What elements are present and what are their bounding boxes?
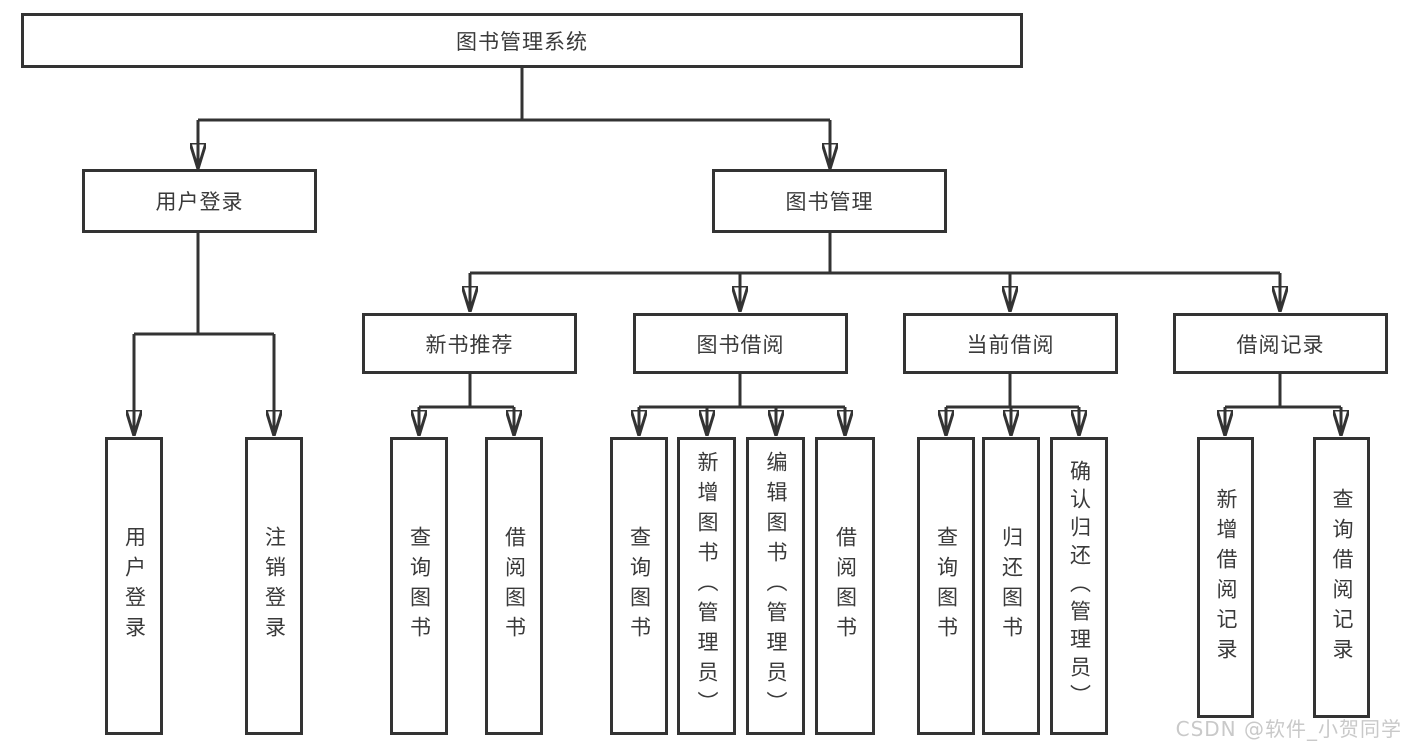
node-book-management: 图书管理 — [712, 169, 947, 233]
node-borrow-books-recommend: 借阅图书 — [485, 437, 543, 735]
node-new-book-recommend-label: 新书推荐 — [425, 332, 514, 357]
node-current-borrowing-label: 当前借阅 — [966, 332, 1055, 357]
node-query-books-recommend-label: 查询图书 — [407, 526, 432, 646]
node-query-books-recommend: 查询图书 — [390, 437, 448, 735]
node-root: 图书管理系统 — [21, 13, 1023, 68]
node-borrowing-records: 借阅记录 — [1173, 313, 1388, 374]
node-borrow-books-recommend-label: 借阅图书 — [502, 526, 527, 646]
csdn-watermark: CSDN @软件_小贺同学 — [1175, 717, 1402, 741]
node-edit-books-admin-label: 编辑图书（管理员） — [764, 451, 788, 721]
node-borrowing-records-label: 借阅记录 — [1236, 332, 1325, 357]
node-query-borrow-record: 查询借阅记录 — [1313, 437, 1370, 718]
node-add-books-admin-label: 新增图书（管理员） — [695, 451, 719, 721]
node-book-borrowing-label: 图书借阅 — [696, 332, 785, 357]
node-logout-label: 注销登录 — [262, 526, 287, 646]
node-add-books-admin: 新增图书（管理员） — [677, 437, 736, 735]
node-query-borrow-record-label: 查询借阅记录 — [1330, 487, 1354, 668]
node-query-books-borrowing: 查询图书 — [610, 437, 668, 735]
node-borrow-books-borrowing-label: 借阅图书 — [833, 526, 858, 646]
node-book-management-label: 图书管理 — [785, 190, 874, 214]
node-root-label: 图书管理系统 — [456, 29, 588, 54]
node-confirm-return-admin: 确认归还（管理员） — [1050, 437, 1108, 735]
node-return-books: 归还图书 — [982, 437, 1040, 735]
node-logout: 注销登录 — [245, 437, 303, 735]
node-borrow-books-borrowing: 借阅图书 — [815, 437, 875, 735]
node-user-login: 用户登录 — [82, 169, 317, 233]
node-add-borrow-record-label: 新增借阅记录 — [1214, 487, 1238, 668]
node-new-book-recommend: 新书推荐 — [362, 313, 577, 374]
node-user-login-leaf: 用户登录 — [105, 437, 163, 735]
node-query-books-current: 查询图书 — [917, 437, 975, 735]
node-add-borrow-record: 新增借阅记录 — [1197, 437, 1254, 718]
node-confirm-return-admin-label: 确认归还（管理员） — [1067, 460, 1092, 712]
node-query-books-current-label: 查询图书 — [934, 526, 959, 646]
node-user-login-label: 用户登录 — [155, 190, 244, 214]
node-current-borrowing: 当前借阅 — [903, 313, 1118, 374]
node-query-books-borrowing-label: 查询图书 — [627, 526, 652, 646]
node-edit-books-admin: 编辑图书（管理员） — [746, 437, 805, 735]
node-user-login-leaf-label: 用户登录 — [122, 526, 147, 646]
node-return-books-label: 归还图书 — [999, 526, 1024, 646]
node-book-borrowing: 图书借阅 — [633, 313, 848, 374]
